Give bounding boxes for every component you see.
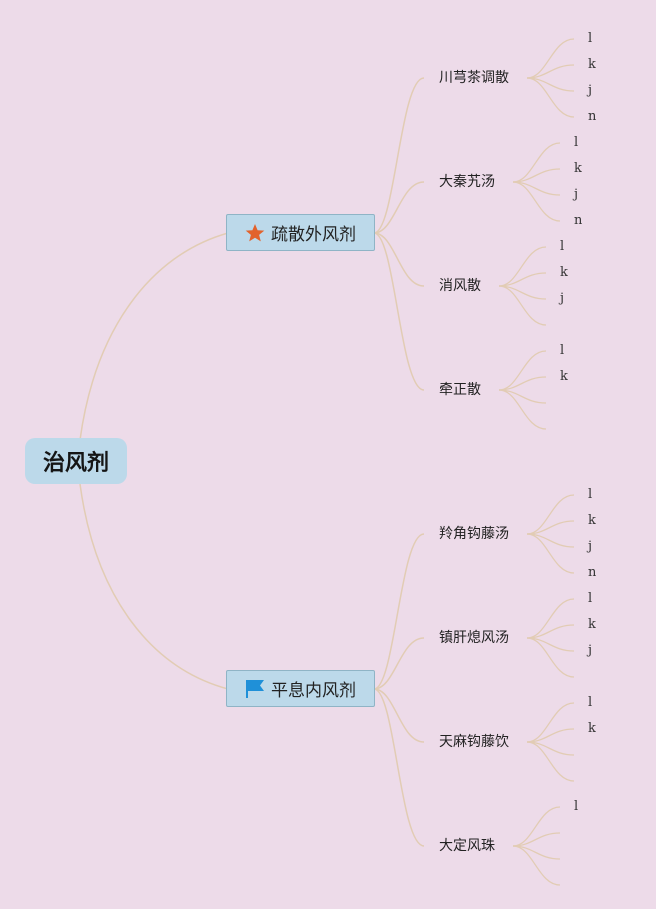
subtopic-node[interactable]: 大秦艽汤 [439,174,495,190]
leaf-node[interactable]: k [574,161,582,176]
root-label: 治风剂 [42,451,109,476]
subtopic-node[interactable]: 消风散 [439,278,481,294]
leaf-node[interactable]: k [560,265,568,280]
root-connector [79,483,229,690]
leaf-connector [498,389,547,430]
leaf-connector [512,845,561,886]
branch-connector [373,232,425,287]
leaf-connector [498,285,547,326]
branch-connector [373,232,425,391]
leaf-node[interactable]: n [588,109,597,124]
leaf-node[interactable]: k [560,369,568,384]
leaf-connector [526,637,575,678]
leaf-connector [526,533,575,574]
leaf-connector [526,741,575,782]
subtopic-node[interactable]: 天麻钩藤饮 [439,734,509,750]
branch-label: 平息内风剂 [271,681,356,701]
leaf-node[interactable]: k [588,513,596,528]
leaf-connector [512,181,561,222]
leaf-node[interactable]: j [560,291,565,306]
leaf-node[interactable]: k [588,57,596,72]
leaf-node[interactable]: j [588,83,593,98]
root-connector [79,232,229,441]
leaf-node[interactable]: k [588,617,596,632]
branch-connector [373,533,425,690]
leaf-node[interactable]: n [574,213,583,228]
leaf-node[interactable]: n [588,565,597,580]
subtopic-node[interactable]: 川芎茶调散 [439,70,509,86]
leaf-connector [512,142,561,183]
leaf-node[interactable]: j [588,643,593,658]
leaf-connector [526,38,575,79]
branch-connector [373,637,425,690]
branch-label: 疏散外风剂 [271,225,356,245]
branch-connector [373,688,425,847]
leaf-node[interactable]: j [574,187,579,202]
leaf-connector [526,77,575,118]
branch-connector [373,181,425,234]
branch-connector [373,688,425,743]
branch-connector [373,77,425,234]
branch-node-external-wind[interactable]: 疏散外风剂 [226,214,375,251]
leaf-node[interactable]: j [588,539,593,554]
leaf-connector [512,806,561,847]
leaf-node[interactable]: l [560,239,565,254]
leaf-node[interactable]: l [588,695,593,710]
star-icon [245,223,265,243]
subtopic-node[interactable]: 牵正散 [439,382,481,398]
subtopic-node[interactable]: 镇肝熄风汤 [439,630,509,646]
leaf-connector [498,350,547,391]
branch-node-internal-wind[interactable]: 平息内风剂 [226,670,375,707]
root-node[interactable]: 治风剂 [25,438,127,484]
leaf-node[interactable]: l [574,799,579,814]
subtopic-node[interactable]: 大定风珠 [439,838,495,854]
leaf-connector [526,494,575,535]
leaf-node[interactable]: l [574,135,579,150]
leaf-node[interactable]: l [560,343,565,358]
leaf-node[interactable]: l [588,487,593,502]
leaf-node[interactable]: l [588,591,593,606]
flag-icon [245,679,265,699]
leaf-connector [526,598,575,639]
subtopic-node[interactable]: 羚角钩藤汤 [439,526,509,542]
leaf-connector [498,246,547,287]
leaf-node[interactable]: l [588,31,593,46]
leaf-connector [526,702,575,743]
leaf-node[interactable]: k [588,721,596,736]
